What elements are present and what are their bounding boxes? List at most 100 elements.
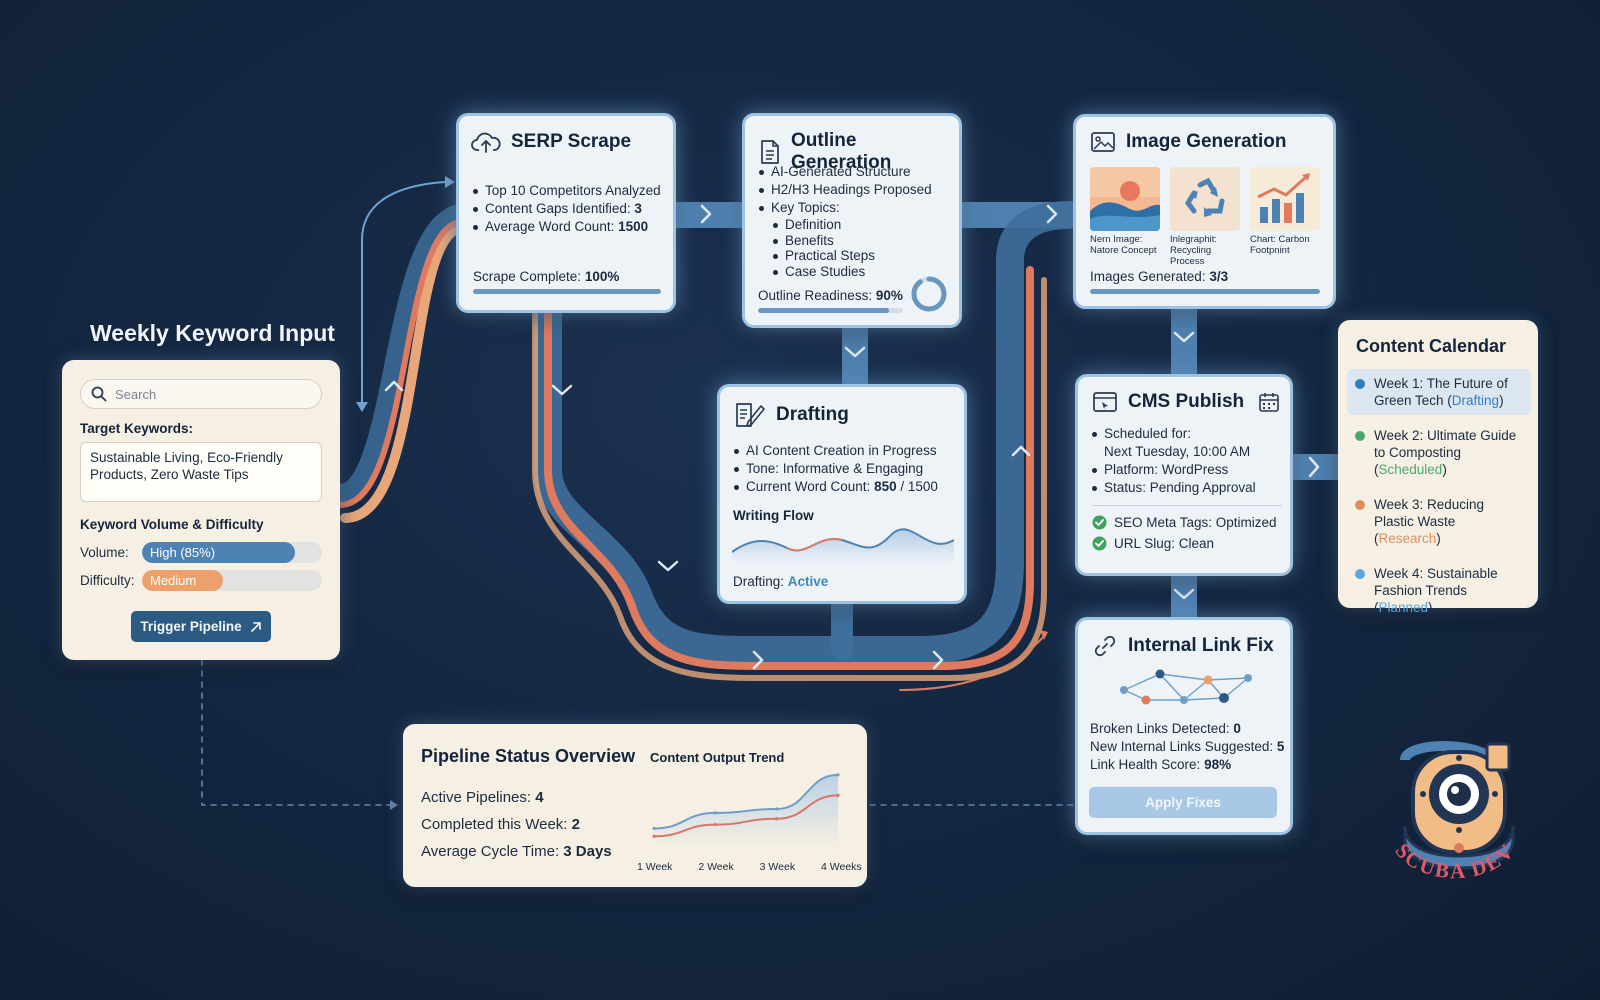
- trend-point: [652, 834, 656, 838]
- image-title-row: Image Generation: [1090, 130, 1287, 154]
- calendar-item[interactable]: Week 3: Reducing Plastic Waste (Research…: [1347, 490, 1531, 553]
- outline-subtopics: Definition Benefits Practical Steps Case…: [757, 217, 937, 279]
- writing-flow-wave: [732, 528, 954, 564]
- cms-divider: [1092, 505, 1282, 506]
- calendar-item-text: Week 1: The Future of Green Tech (Drafti…: [1374, 376, 1508, 408]
- trend-point: [836, 793, 840, 797]
- content-output-trend-chart: [652, 773, 840, 848]
- serp-scrape-list: Top 10 Competitors Analyzed Content Gaps…: [471, 182, 671, 236]
- serp-progress-fill: [473, 289, 661, 294]
- recycle-icon: [1170, 167, 1240, 231]
- calendar-icon[interactable]: [1258, 391, 1280, 413]
- apply-fixes-label: Apply Fixes: [1145, 795, 1221, 810]
- document-icon: [761, 140, 779, 164]
- cloud-upload-icon: [471, 132, 501, 153]
- target-keywords-field[interactable]: Sustainable Living, Eco-Friendly Product…: [80, 442, 322, 502]
- image-thumb-caption: Chart: Carbon Footpnint: [1250, 234, 1310, 256]
- outline-readiness: Outline Readiness: 90%: [758, 288, 903, 303]
- cms-item: Scheduled for:Next Tuesday, 10:00 AM: [1090, 425, 1290, 461]
- links-stat: New Internal Links Suggested: 5: [1090, 739, 1285, 754]
- difficulty-row: Difficulty: Medium (45%): [80, 570, 322, 591]
- links-stat: Broken Links Detected: 0: [1090, 721, 1241, 736]
- difficulty-fill: Medium (45%): [142, 570, 223, 591]
- search-icon: [91, 386, 107, 402]
- serp-scrape-title-row: SERP Scrape: [471, 130, 631, 154]
- overview-title: Pipeline Status Overview: [421, 746, 636, 766]
- outline-generation-card: Outline Generation AI-Generated Structur…: [742, 113, 962, 328]
- link-network-graphic: [1120, 669, 1252, 705]
- drafting-title-row: Drafting: [734, 401, 849, 429]
- keyword-input-card: Search Target Keywords: Sustainable Livi…: [62, 360, 340, 660]
- status-dot: [1355, 431, 1365, 441]
- outline-readiness-ring: [911, 276, 947, 312]
- trend-point: [775, 817, 779, 821]
- status-dot: [1355, 379, 1365, 389]
- link-icon: [1094, 635, 1116, 657]
- check-circle-icon: [1092, 536, 1107, 551]
- trend-point: [713, 823, 717, 827]
- arrow-up-right-icon: [250, 621, 261, 632]
- search-input[interactable]: Search: [80, 379, 322, 409]
- calendar-list: Week 1: The Future of Green Tech (Drafti…: [1347, 369, 1531, 622]
- calendar-item[interactable]: Week 1: The Future of Green Tech (Drafti…: [1347, 369, 1531, 415]
- outline-subtopic: Definition: [757, 217, 937, 233]
- serp-progress: [473, 289, 661, 294]
- outline-subtopic: Case Studies: [757, 264, 937, 280]
- outline-subtopic: Practical Steps: [757, 248, 937, 264]
- keyword-metrics-label: Keyword Volume & Difficulty: [80, 517, 264, 532]
- outline-progress: [758, 308, 903, 313]
- image-thumb[interactable]: Nern Image: Natore Concept: [1090, 167, 1160, 267]
- volume-label: Volume:: [80, 545, 129, 560]
- cms-publish-card: CMS Publish Scheduled for:Next Tuesday, …: [1075, 374, 1293, 576]
- calendar-item[interactable]: Week 4: Sustainable Fashion Trends (Plan…: [1347, 559, 1531, 622]
- search-placeholder: Search: [115, 386, 157, 402]
- calendar-title: Content Calendar: [1356, 336, 1507, 356]
- image-thumb[interactable]: Chart: Carbon Footpnint: [1250, 167, 1320, 267]
- overview-stat: Completed this Week: 2: [421, 816, 580, 833]
- drafting-title: Drafting: [776, 404, 849, 425]
- trend-point: [652, 826, 656, 831]
- trend-x-tick: 3 Week: [759, 861, 796, 873]
- calendar-item-text: Week 4: Sustainable Fashion Trends (Plan…: [1374, 566, 1498, 615]
- links-title-row: Internal Link Fix: [1092, 634, 1274, 658]
- serp-scrape-title: SERP Scrape: [511, 131, 632, 152]
- writing-flow-label: Writing Flow: [733, 508, 814, 523]
- image-progress-fill: [1090, 289, 1320, 294]
- outline-title-row: Outline Generation: [759, 130, 959, 174]
- trigger-pipeline-button[interactable]: Trigger Pipeline: [131, 611, 271, 642]
- trend-series-line: [653, 773, 839, 830]
- serp-item: Top 10 Competitors Analyzed: [471, 182, 671, 200]
- volume-fill: High (85%): [142, 542, 295, 563]
- cms-item: Status: Pending Approval: [1090, 479, 1290, 497]
- image-status: Images Generated: 3/3: [1090, 269, 1229, 284]
- status-dot: [1355, 569, 1365, 579]
- difficulty-meter: Medium (45%): [142, 570, 322, 591]
- trend-point: [713, 811, 717, 815]
- serp-scrape-card: SERP Scrape Top 10 Competitors Analyzed …: [456, 113, 676, 313]
- overview-stats: Active Pipelines: 4 Completed this Week:…: [421, 784, 612, 865]
- trend-point: [836, 773, 840, 777]
- outline-title: Outline Generation: [791, 130, 892, 173]
- calendar-item[interactable]: Week 2: Ultimate Guide to Composting (Sc…: [1347, 421, 1531, 484]
- volume-meter: High (85%): [142, 542, 322, 563]
- trend-point: [775, 807, 779, 811]
- drafting-card: Drafting AI Content Creation in Progress…: [717, 384, 967, 604]
- volume-row: Volume: High (85%): [80, 542, 322, 563]
- calendar-item-text: Week 3: Reducing Plastic Waste (Research…: [1374, 497, 1485, 546]
- target-keywords-label: Target Keywords:: [80, 421, 194, 436]
- pen-document-icon: [736, 403, 765, 427]
- outline-subtopic: Benefits: [757, 233, 937, 249]
- trend-x-tick: 2 Week: [698, 861, 734, 873]
- keyword-input-heading: Weekly Keyword Input: [90, 320, 335, 346]
- trend-x-tick: 1 Week: [637, 861, 673, 873]
- outline-progress-fill: [758, 308, 889, 313]
- apply-fixes-button[interactable]: Apply Fixes: [1089, 787, 1277, 818]
- links-stats: Broken Links Detected: 0 New Internal Li…: [1090, 720, 1284, 774]
- browser-window-icon: [1093, 392, 1117, 412]
- cms-item: Platform: WordPress: [1090, 461, 1290, 479]
- serp-item: Average Word Count: 1500: [471, 218, 671, 236]
- check-circle-icon: [1092, 515, 1107, 530]
- image-thumb[interactable]: Inlegraphit: Recycling Process: [1170, 167, 1240, 267]
- outline-item: H2/H3 Headings Proposed: [757, 181, 957, 199]
